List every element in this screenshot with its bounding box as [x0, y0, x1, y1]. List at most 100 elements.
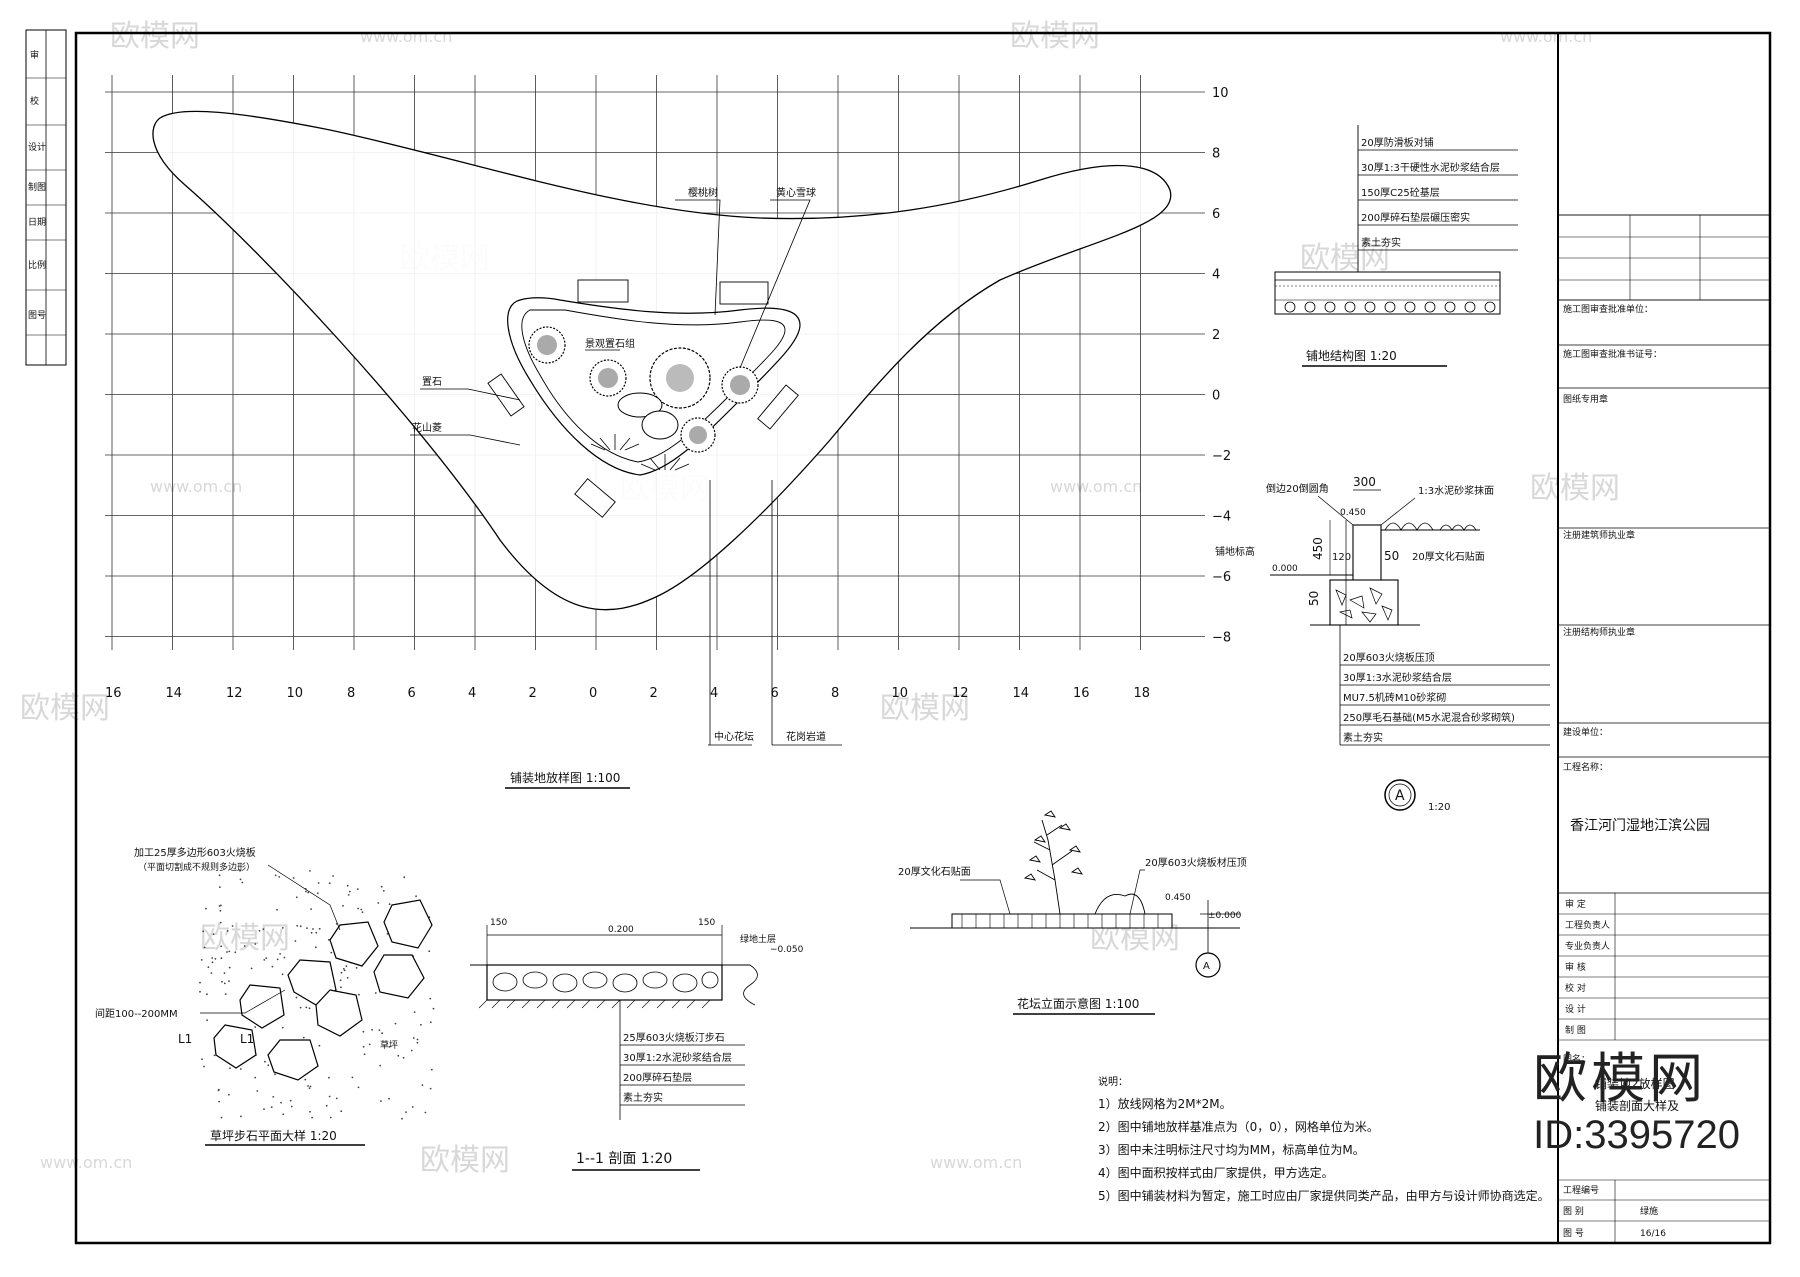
watermark-brand: 欧模网 [1530, 471, 1620, 506]
watermark-url: www.om.cn [150, 477, 242, 496]
dim-c: 150 [698, 918, 715, 928]
dim-width: 0.450 [1340, 508, 1366, 518]
stepping-l1: L1 [178, 1032, 192, 1046]
label-tree-a: 樱桃树 [688, 186, 718, 199]
planter-culture: 20厚文化石贴面 [898, 865, 971, 878]
paving-structure-title: 铺地结构图 1:20 [1306, 348, 1397, 363]
y-tick-label: −6 [1212, 570, 1231, 585]
strip-text: 校 [30, 95, 39, 107]
section-callout-letter: A [1395, 788, 1405, 804]
watermark-brand: 欧模网 [200, 921, 290, 956]
stepping-stone-plan: 加工25厚多边形603火烧板 （平面切割成不规则多边形） 间距100--200M… [95, 846, 435, 1146]
title-block: 施工图审查批准单位： 施工图审查批准书证号： 图纸专用章 注册建筑师执业章 注册… [1557, 33, 1771, 1243]
tb-drawing-name: 铺装地2放样图 [1595, 1076, 1675, 1091]
bench [577, 279, 629, 303]
strip-text: 图号 [28, 310, 46, 321]
tb-architect: 注册建筑师执业章 [1563, 529, 1635, 541]
section-1-1-title: 1--1 剖面 1:20 [576, 1151, 672, 1167]
note-item: 4）图中面积按样式由厂家提供，甲方选定。 [1098, 1165, 1334, 1180]
x-tick-label: 4 [468, 686, 476, 701]
plan-title: 铺装地放样图 1:100 [510, 770, 620, 785]
tb-client: 建设单位： [1563, 726, 1608, 738]
stepping-title: 草坪步石平面大样 1:20 [210, 1128, 337, 1143]
watermark-big-brand: 欧模网 [1533, 1047, 1708, 1110]
paving-layer-labels: 20厚防滑板对铺30厚1:3干硬性水泥砂浆结合层150厚C25砼基层200厚碎石… [1358, 136, 1518, 251]
tb-row: 审 核 [1565, 961, 1586, 973]
y-tick-label: 4 [1212, 268, 1220, 283]
watermark-brand: 欧模网 [880, 691, 970, 726]
strip-text: 审 [30, 49, 39, 61]
tb-row: 校 对 [1565, 982, 1586, 994]
tb-row: 工程负责人 [1565, 919, 1610, 931]
dim-right: 50 [1384, 549, 1399, 563]
stepping-spacing: 间距100--200MM [95, 1007, 178, 1020]
design-notes: 说明： 1）放线网格为2M*2M。 2）图中铺地放样基准点为（0，0），网格单位… [1098, 1075, 1550, 1203]
section-callout-scale: 1:20 [1428, 802, 1450, 813]
x-tick-label: 16 [105, 686, 122, 701]
dim-ledge: 120 [1332, 552, 1351, 563]
label-grade: 铺地标高 [1215, 545, 1255, 558]
watermark-brand: 欧模网 [110, 19, 200, 54]
x-tick-label: 4 [710, 686, 718, 701]
tb-project-name: 香江河门湿地江滨公园 [1570, 818, 1710, 834]
stepping-l1b: L1 [240, 1032, 254, 1046]
watermark-brand: 欧模网 [20, 691, 110, 726]
watermark-brand: 欧模网 [420, 1143, 510, 1178]
label-shrub: 花山菱 [412, 421, 442, 434]
tb-row: 制 图 [1565, 1024, 1586, 1036]
x-tick-label: 2 [529, 686, 537, 701]
section-1-1: 150 0.200 150 −0.050 绿地土层 25厚603火烧板汀步石30… [470, 918, 804, 1171]
layer-label: 200厚碎石垫层 [623, 1071, 692, 1084]
x-tick-label: 12 [226, 686, 243, 701]
plan-leaders [410, 199, 842, 746]
watermark-logo: 欧模网 ID:3395720 [1533, 1034, 1740, 1158]
watermark-url: www.om.cn [930, 1153, 1022, 1172]
label-tree-b: 黄心雪球 [776, 186, 816, 199]
layer-label: 30厚1:2水泥砂浆结合层 [623, 1051, 732, 1064]
tree-symbols [528, 326, 759, 471]
tb-job-no-label: 工程编号 [1563, 1184, 1599, 1196]
sheet-frame [74, 31, 1772, 1245]
layer-label: MU7.5机砖M10砂浆砌 [1343, 691, 1446, 704]
layer-label: 25厚603火烧板汀步石 [623, 1031, 725, 1044]
bench [757, 384, 799, 430]
tb-project-label: 工程名称： [1563, 761, 1608, 773]
layer-label: 素土夯实 [1361, 236, 1401, 249]
label-culture: 20厚文化石贴面 [1412, 550, 1485, 563]
watermark-big-id: ID:3395720 [1533, 1113, 1740, 1157]
tb-row: 审 定 [1565, 898, 1586, 910]
stepping-note-2: （平面切割成不规则多边形） [138, 861, 255, 873]
x-tick-label: 16 [1073, 686, 1090, 701]
dim-level: 0.000 [1272, 564, 1298, 574]
x-tick-label: 0 [589, 686, 597, 701]
y-tick-label: 6 [1212, 207, 1220, 222]
note-item: 5）图中铺装材料为暂定，施工时应由厂家提供同类产品，由甲方与设计师协商选定。 [1098, 1188, 1550, 1203]
watermark-brand: 欧模网 [1010, 19, 1100, 54]
layer-label: 150厚C25砼基层 [1361, 186, 1440, 199]
x-tick-label: 8 [347, 686, 355, 701]
x-tick-label: 8 [831, 686, 839, 701]
note-item: 1）放线网格为2M*2M。 [1098, 1096, 1232, 1111]
dim-a: 150 [490, 918, 507, 928]
tb-number: 16/16 [1640, 1229, 1666, 1239]
y-tick-label: 10 [1212, 86, 1229, 101]
planter-tree [1023, 810, 1146, 915]
y-tick-label: −4 [1212, 510, 1231, 525]
label-rock: 置石 [422, 376, 442, 388]
tb-structural: 注册结构师执业章 [1563, 626, 1635, 638]
planter-section-a: 300 0.450 450 50 120 50 0.000 倒边20倒圆角 1:… [1215, 475, 1550, 813]
stepping-stones [213, 899, 433, 1081]
layer-label: 素土夯实 [623, 1091, 663, 1104]
left-margin-strip: 审 校 设计 制图 日期 比例 图号 [25, 29, 67, 366]
tb-category: 绿施 [1640, 1205, 1658, 1217]
strip-text: 比例 [28, 259, 46, 271]
strip-text: 日期 [28, 217, 46, 228]
planter-title: 花坛立面示意图 1:100 [1017, 996, 1139, 1011]
tb-number-label: 图 号 [1563, 1228, 1584, 1239]
x-tick-label: 10 [892, 686, 909, 701]
